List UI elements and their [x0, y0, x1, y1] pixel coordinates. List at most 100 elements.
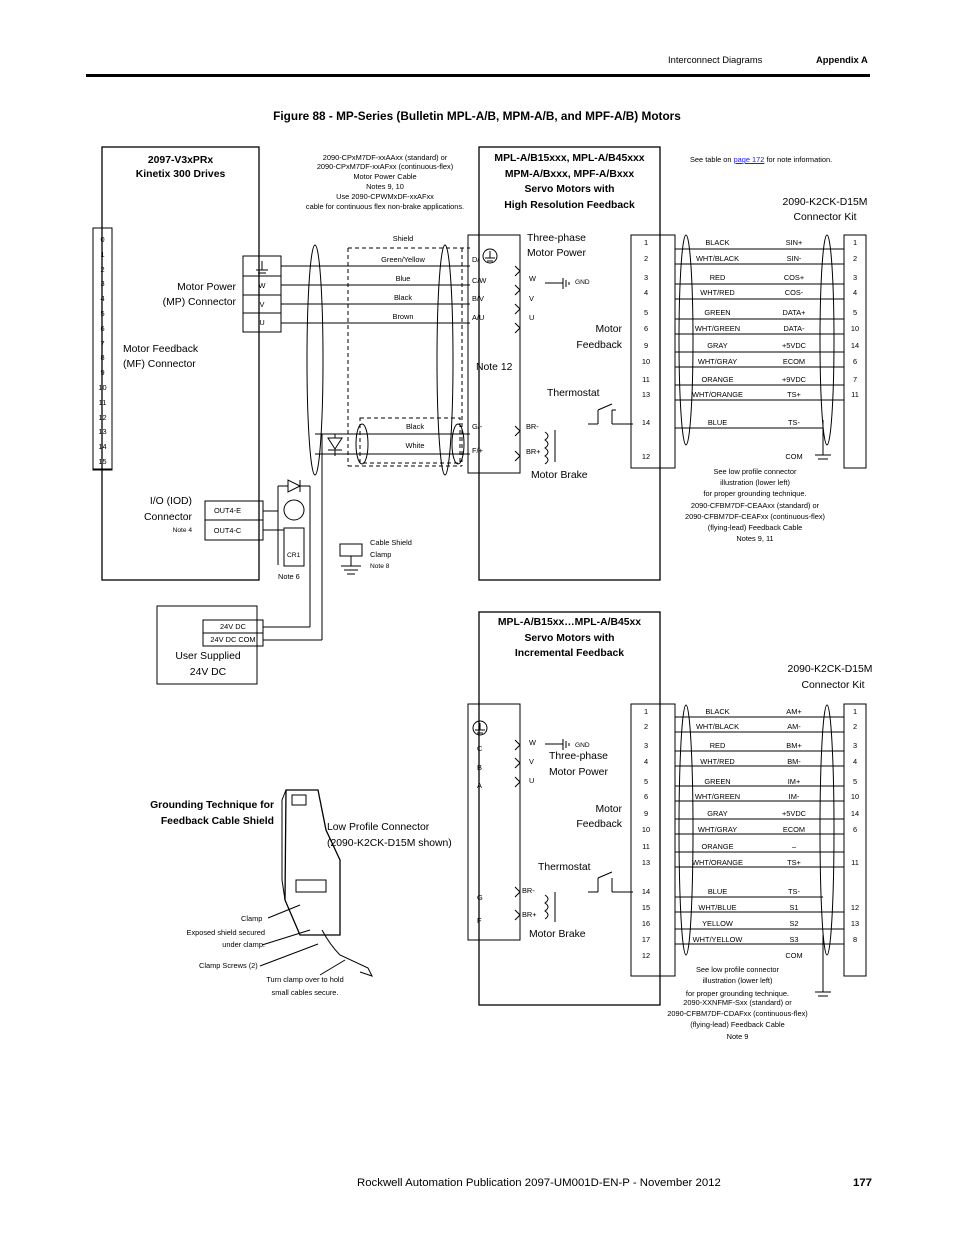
feedback-pin: 2	[643, 254, 649, 263]
feedback2-note-line: 2090-XXNFMF-Sxx (standard) or	[683, 998, 792, 1007]
grounding-title-2: Feedback Cable Shield	[160, 816, 274, 827]
wire-color: WHT/RED	[700, 757, 735, 766]
note6: Note 6	[278, 572, 300, 581]
kit-pin: 10	[850, 324, 860, 333]
signal-name: –	[791, 842, 797, 851]
mf-pins: 0 1 2 3 4 5 6 7 8 9 10 11 12 13 14 15	[93, 233, 112, 470]
kit-pin: 1	[852, 238, 858, 247]
motor1-title-line: MPM-A/Bxxx, MPF-A/Bxxx	[504, 168, 635, 180]
signal-name: ECOM	[782, 825, 806, 834]
wire-brown: Brown	[392, 312, 414, 321]
power-cable-line: 2090-CPxM7DF-xxAFxx (continuous-flex)	[316, 162, 454, 171]
mf-pin: 3	[100, 279, 105, 289]
feedback-pin: 11	[642, 375, 650, 384]
feedback-pin: 4	[643, 288, 649, 297]
kit-pin: 2	[852, 254, 858, 263]
clamp-screws: Clamp Screws (2)	[199, 961, 258, 970]
header-section: Interconnect Diagrams	[668, 54, 763, 65]
power-cable-line: Notes 9, 10	[366, 182, 404, 191]
kit-pin: 10	[850, 792, 860, 801]
note12: Note 12	[476, 362, 513, 373]
m1-feedback-label-1: Motor	[595, 324, 622, 335]
m1-pin-d: D/	[472, 255, 480, 264]
signal-name: COM	[785, 452, 803, 461]
io-pin-e: OUT4-E	[213, 506, 242, 515]
turn-clamp-1: Turn clamp over to hold	[266, 975, 344, 984]
feedback-pin: 2	[643, 722, 649, 731]
wire-color: ORANGE	[701, 375, 734, 384]
feedback-pin: 10	[641, 357, 651, 366]
supply-pin-24v: 24V DC	[220, 622, 246, 631]
mf-pin: 9	[100, 368, 105, 378]
kit-pin: 13	[850, 919, 860, 928]
mp-pin-w: W	[258, 281, 266, 290]
feedback-pin: 6	[643, 324, 649, 333]
feedback2-notes: See low profile connector illustration (…	[640, 965, 835, 1041]
signal-name: BM+	[786, 741, 802, 750]
footer-page-number: 177	[853, 1177, 873, 1189]
cr1-label: CR1	[287, 552, 301, 559]
mf-pin: 0	[100, 235, 105, 244]
exposed-shield-2: under clamp.	[222, 940, 265, 949]
feedback-pin: 13	[641, 858, 651, 867]
wire-color: WHT/ORANGE	[692, 858, 743, 867]
m1-br-plus: BR+	[526, 447, 541, 456]
wire-color: BLUE	[707, 418, 728, 427]
m1-pin-f: F/+	[472, 446, 483, 455]
drive-title-1: 2097-V3xPRx	[147, 155, 214, 166]
kit-pin: 3	[852, 741, 858, 750]
motor1-title: MPL-A/B15xxx, MPL-A/B45xxx MPM-A/Bxxx, M…	[479, 151, 660, 213]
kit1-label-1: 2090-K2CK-D15M	[782, 197, 868, 208]
signal-name: IM+	[787, 777, 801, 786]
mp-label-1: Motor Power	[177, 282, 236, 293]
feedback2-note-line: Note 9	[726, 1032, 749, 1041]
kit-pin: 14	[850, 809, 860, 818]
figure-title: Figure 88 - MP-Series (Bulletin MPL-A/B,…	[273, 109, 681, 123]
page-172-link[interactable]: page 172	[733, 155, 765, 164]
m2-feedback-label-1: Motor	[595, 804, 622, 815]
kit-pin: 7	[852, 375, 858, 384]
mf-pin: 13	[98, 427, 107, 437]
mf-pin: 7	[100, 338, 105, 348]
feedback2-note-line: illustration (lower left)	[702, 976, 773, 985]
m2-phase-w: W	[529, 738, 536, 747]
mf-pin: 12	[98, 412, 107, 422]
mf-pin: 4	[100, 294, 105, 304]
m1-phase-v: V	[529, 294, 534, 303]
clamp-callout: Clamp	[241, 914, 263, 923]
wire-color: WHT/BLUE	[698, 903, 737, 912]
m2-br-plus: BR+	[522, 910, 537, 919]
brake-wire-white: White	[405, 441, 425, 450]
kit-pin: 5	[852, 308, 858, 317]
m2-pin-b: B	[477, 763, 482, 772]
motor2-title-line: MPL-A/B15xx…MPL-A/B45xx	[497, 617, 642, 628]
signal-name: TS-	[788, 887, 800, 896]
wire-color: RED	[709, 273, 726, 282]
feedback1-note-line: 2090-CFBM7DF-CEAAxx (standard) or	[690, 501, 820, 510]
feedback-pin: 12	[641, 951, 651, 960]
signal-name: SIN-	[786, 254, 802, 263]
signal-name: TS+	[787, 390, 801, 399]
wire-color: WHT/BLACK	[695, 722, 740, 731]
m2-br-minus: BR-	[522, 886, 535, 895]
mf-pin: 10	[98, 382, 107, 392]
kit-pin: 4	[852, 288, 858, 297]
signal-name: IM-	[788, 792, 800, 801]
wire-green-yellow: Green/Yellow	[381, 255, 425, 264]
feedback1-note-line: 2090-CFBM7DF-CEAFxx (continuous-flex)	[684, 512, 826, 521]
signal-name: +5VDC	[781, 341, 807, 350]
feedback-pin: 17	[641, 935, 651, 944]
mp-label-2: (MP) Connector	[162, 297, 236, 308]
turn-clamp-2: small cables secure.	[271, 988, 339, 997]
mf-pin: 5	[100, 308, 105, 318]
feedback1-note-line: (flying-lead) Feedback Cable	[707, 523, 803, 532]
feedback-pin: 6	[643, 792, 649, 801]
kit2-label-2: Connector Kit	[801, 680, 865, 691]
power-cable-line: Use 2090-CPWMxDF-xxAFxx	[336, 192, 434, 201]
feedback2-note-line: (flying-lead) Feedback Cable	[690, 1020, 785, 1029]
io-label-1: I/O (IOD)	[149, 496, 192, 507]
m1-phase-label-1: Three-phase	[527, 233, 586, 244]
signal-name: ECOM	[782, 357, 806, 366]
feedback-pin: 1	[643, 707, 649, 716]
kit-pin: 2	[852, 722, 858, 731]
